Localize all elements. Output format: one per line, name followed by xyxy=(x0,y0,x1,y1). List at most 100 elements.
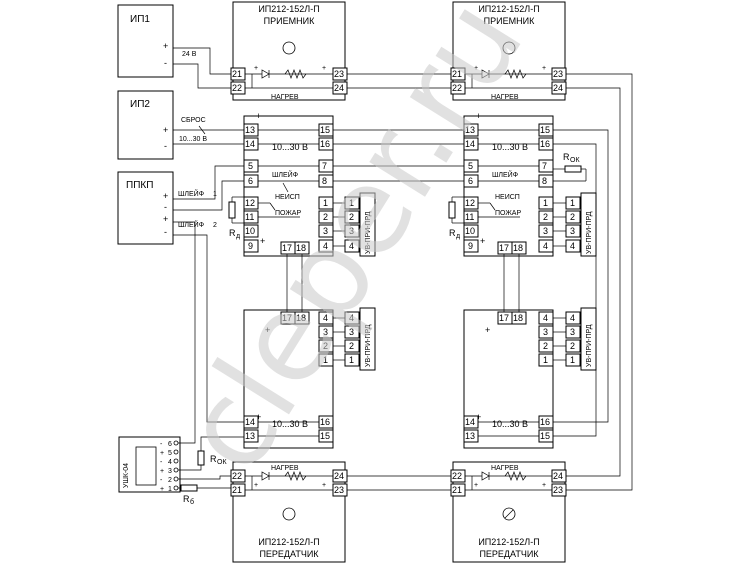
rr-plus-top: + xyxy=(476,111,481,121)
uvl-pin-4: 4 xyxy=(349,241,354,251)
rl-pin-7: 7 xyxy=(322,161,327,171)
ucb-pin-3: 3 xyxy=(168,468,172,475)
transmitter-left: 22 21 24 23 НАГРЕВ + + ИП212-152Л-П ПЕРЕ… xyxy=(230,461,348,563)
rok-top-label: R xyxy=(563,152,570,162)
ucb-pin-2: 2 xyxy=(168,477,172,484)
tru-pin-1: 1 xyxy=(570,355,575,365)
receiver-left-terminal-block: 13 14 15 16 + 10...30 В 5 6 7 8 ШЛЕЙФ НЕ… xyxy=(243,111,334,257)
receiver-right-pin-24: 24 xyxy=(553,83,563,93)
receiver-left-heater-plus: + xyxy=(254,65,258,72)
transmitter-left-upper: 17 18 + 4 3 2 1 4 3 2 1 УВ-ПРИ-ПРД + 14 … xyxy=(243,307,376,449)
rb-label: R xyxy=(183,494,190,504)
tx-left-pin-24: 24 xyxy=(334,471,344,481)
rl-pin-5: 5 xyxy=(248,161,253,171)
rok-bottom-sub: ОК xyxy=(217,459,227,466)
tx-left-plus-a: + xyxy=(254,482,258,489)
panel-minus-2: - xyxy=(164,227,167,237)
receiver-right: ИП212-152Л-П ПРИЕМНИК 21 22 23 24 + + НА… xyxy=(450,1,567,101)
tx-left-sub: ПЕРЕДАТЧИК xyxy=(259,549,319,559)
psu2-box: ИП2 + - xyxy=(117,90,174,160)
tx-right-sub: ПЕРЕДАТЧИК xyxy=(479,549,539,559)
receiver-left-sub: ПРИЕМНИК xyxy=(264,16,315,26)
tl-vrange: 10...30 В xyxy=(272,419,308,429)
panel-plus-1: + xyxy=(163,191,168,201)
ucb-minus-1: - xyxy=(160,441,163,448)
rl-pin-9: 9 xyxy=(248,241,253,251)
rr-pin-18: 18 xyxy=(513,243,523,253)
receiver-right-pin-22: 22 xyxy=(452,83,462,93)
rl-loop-label: ШЛЕЙФ xyxy=(272,170,298,179)
ucb-minus-3: - xyxy=(160,477,163,484)
psu1-label: ИП1 xyxy=(130,14,150,25)
transmitter-right: 22 21 24 23 НАГРЕВ + + ИП212-152Л-П ПЕРЕ… xyxy=(450,461,567,563)
tr-pin-1: 1 xyxy=(543,355,548,365)
uvl-pin-3: 3 xyxy=(349,226,354,236)
rl-pin-2: 2 xyxy=(323,212,328,222)
uvr-label: УВ-ПРИ-ПРД xyxy=(586,211,593,254)
tx-left-plus-b: + xyxy=(322,482,326,489)
tl-plus-2: + xyxy=(256,412,261,422)
tru-pin-2: 2 xyxy=(570,341,575,351)
rd-left-sub: д xyxy=(236,233,240,240)
receiver-left-heater-plus-2: + xyxy=(322,65,326,72)
receiver-left: ИП212-152Л-П ПРИЕМНИК 21 22 23 24 + + НА… xyxy=(230,1,348,101)
psu1-minus: - xyxy=(164,58,167,68)
ucb-pin-1: 1 xyxy=(168,486,172,493)
tlu-pin-3: 3 xyxy=(349,327,354,337)
psu2-plus: + xyxy=(163,125,168,135)
tx-right-pin-24: 24 xyxy=(553,471,563,481)
rl-pin-14: 14 xyxy=(245,139,255,149)
tlu-pin-2: 2 xyxy=(349,341,354,351)
tx-right-pin-23: 23 xyxy=(553,485,563,495)
tl-pin-17: 17 xyxy=(282,313,292,323)
rr-pin-3: 3 xyxy=(543,226,548,236)
tx-left-pin-23: 23 xyxy=(334,485,344,495)
wires: 24 В СБРОС 10...30 В ШЛЕЙФ 1 ШЛЕЙФ 2 xyxy=(173,47,633,491)
rl-fire-label: ПОЖАР xyxy=(275,210,301,217)
tru-pin-4: 4 xyxy=(570,313,575,323)
uvtl-label: УВ-ПРИ-ПРД xyxy=(365,324,372,367)
rl-pin-12: 12 xyxy=(245,198,255,208)
rl-pin-6: 6 xyxy=(248,176,253,186)
tx-left-title: ИП212-152Л-П xyxy=(258,537,319,547)
rl-plus-top: + xyxy=(256,111,261,121)
rl-plus-bottom: + xyxy=(260,236,265,246)
uvr-pin-1: 1 xyxy=(570,198,575,208)
rr-pin-1: 1 xyxy=(543,198,548,208)
rok-top-sub: ОК xyxy=(570,157,580,164)
rr-pin-7: 7 xyxy=(542,161,547,171)
receiver-right-title: ИП212-152Л-П xyxy=(478,4,539,14)
tr-pin-17: 17 xyxy=(499,313,509,323)
panel-label: ППКП xyxy=(126,180,153,191)
rd-left-label: R xyxy=(229,228,236,238)
rl-pin-4: 4 xyxy=(323,241,328,251)
tr-pin-3: 3 xyxy=(543,327,548,337)
loop1-num: 1 xyxy=(213,191,217,198)
rr-pin-11: 11 xyxy=(465,212,474,222)
rl-vrange: 10...30 В xyxy=(272,142,308,152)
rr-plus-bottom: + xyxy=(480,236,485,246)
ucb-pin-4: 4 xyxy=(168,459,172,466)
rr-loop-label: ШЛЕЙФ xyxy=(492,170,518,179)
tx-left-pin-22: 22 xyxy=(232,471,242,481)
uvr-pin-4: 4 xyxy=(570,241,575,251)
tr-pin-4: 4 xyxy=(543,313,548,323)
rr-pin-17: 17 xyxy=(499,243,509,253)
rb-sub: б xyxy=(190,498,194,506)
rl-pin-16: 16 xyxy=(320,139,330,149)
tx-left-pin-21: 21 xyxy=(232,485,242,495)
tl-pin-3: 3 xyxy=(323,327,328,337)
tx-right-pin-22: 22 xyxy=(452,471,462,481)
transmitter-right-upper: 17 18 + 4 3 2 1 4 3 2 1 УВ-ПРИ-ПРД + 14 … xyxy=(463,307,597,449)
receiver-right-heater-plus: + xyxy=(474,65,478,72)
receiver-right-sub: ПРИЕМНИК xyxy=(484,16,535,26)
loop1-label: ШЛЕЙФ xyxy=(178,189,204,198)
loop2-num: 2 xyxy=(213,222,217,229)
v24-label: 24 В xyxy=(182,51,197,58)
uvl-pin-1: 1 xyxy=(349,198,354,208)
tlu-pin-1: 1 xyxy=(349,355,354,365)
tr-pin-18: 18 xyxy=(513,313,523,323)
rr-pin-10: 10 xyxy=(465,226,475,236)
ucb-plus-3: + xyxy=(160,486,164,493)
tr-pin-2: 2 xyxy=(543,341,548,351)
